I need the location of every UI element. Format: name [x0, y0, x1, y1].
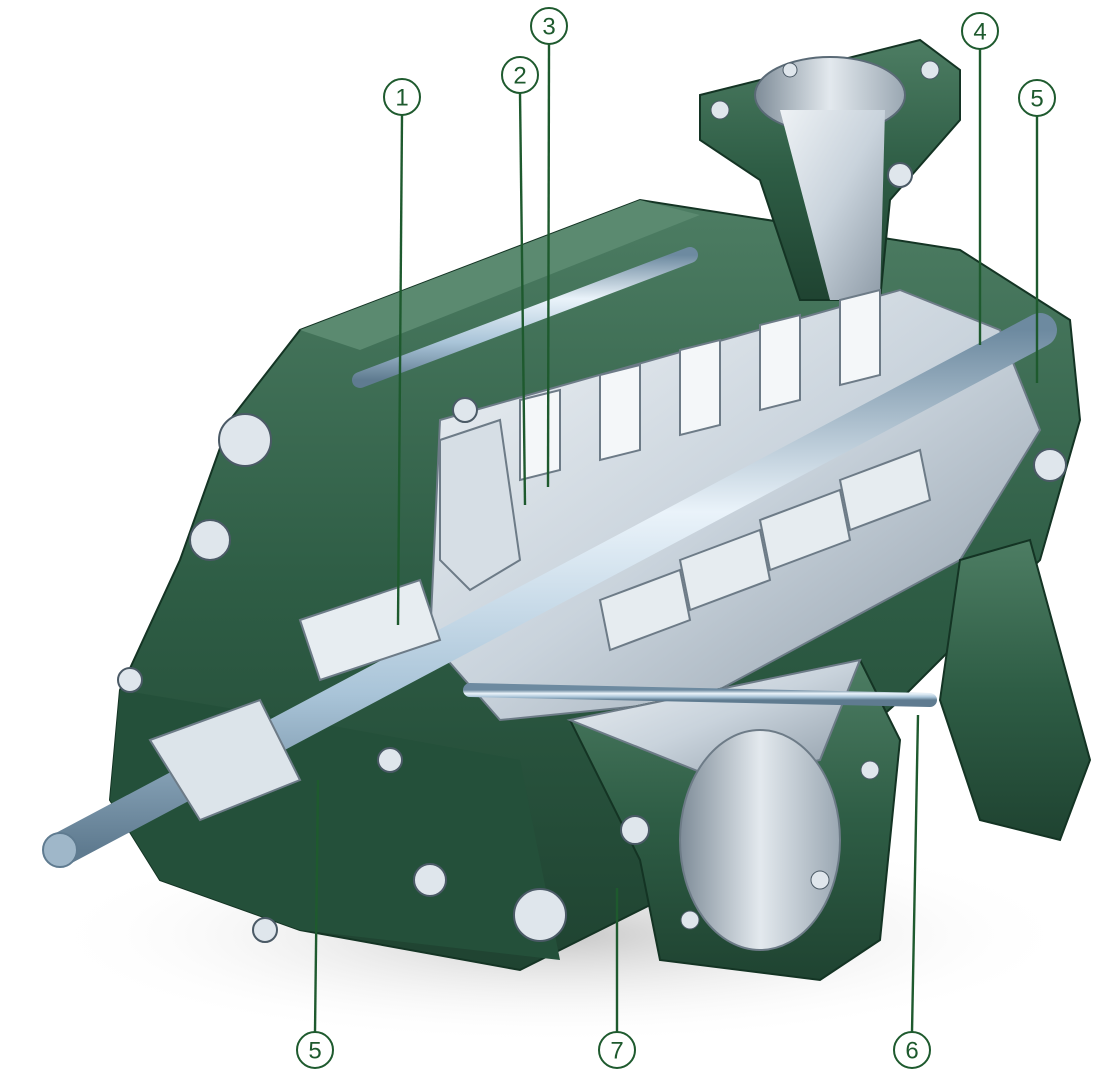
callout-circle	[383, 78, 421, 116]
callout-2: 2	[501, 56, 539, 506]
callout-leader-line	[546, 43, 551, 488]
callout-7: 7	[598, 888, 636, 1069]
callout-circle	[296, 1031, 334, 1069]
callout-leader-line	[313, 779, 320, 1033]
discharge-nozzle	[699, 38, 961, 301]
callout-circle	[530, 7, 568, 45]
bearing-housing	[148, 578, 442, 822]
callout-label: 3	[542, 14, 555, 41]
callout-label: 1	[395, 85, 408, 112]
callout-label: 6	[905, 1038, 918, 1065]
tie-rod-top	[352, 247, 698, 388]
callout-label: 4	[973, 19, 986, 46]
tie-rod-bottom	[463, 683, 937, 707]
foot-support	[938, 538, 1092, 842]
hex-bolts	[117, 162, 1067, 943]
callout-circle	[501, 56, 539, 94]
impeller-stages	[519, 288, 881, 482]
callout-label: 7	[610, 1038, 623, 1065]
callout-4: 4	[961, 12, 999, 345]
callout-1: 1	[383, 78, 421, 626]
diffuser-channels	[598, 448, 932, 652]
callout-label: 2	[513, 63, 526, 90]
callout-5-lower: 5	[296, 779, 334, 1069]
callout-circle	[598, 1031, 636, 1069]
callout-circle	[961, 12, 999, 50]
callout-leader-line	[518, 92, 527, 506]
callout-leader-line	[910, 714, 920, 1033]
callout-5: 5	[1018, 79, 1056, 383]
callout-label: 5	[1030, 86, 1043, 113]
callout-leader-line	[396, 114, 404, 626]
callout-circle	[893, 1031, 931, 1069]
callout-6: 6	[893, 714, 931, 1069]
callout-label: 5	[308, 1038, 321, 1065]
callout-circle	[1018, 79, 1056, 117]
callout-3: 3	[530, 7, 568, 488]
